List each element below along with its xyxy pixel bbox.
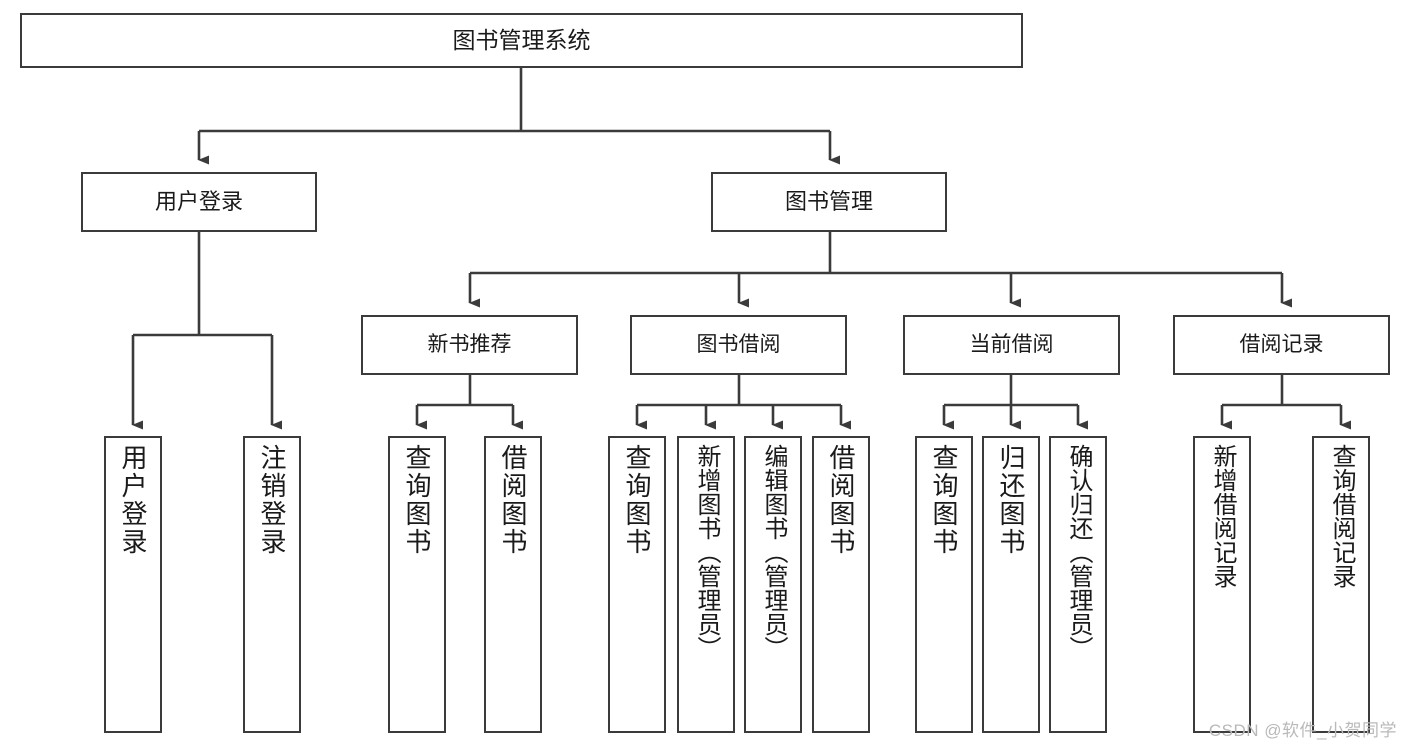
leaf-borrow-borrow-book[interactable]: 借阅图书: [812, 436, 870, 733]
node-label: 查询图书: [929, 444, 959, 556]
node-root-system[interactable]: 图书管理系统: [20, 13, 1023, 68]
node-label: 归还图书: [996, 444, 1026, 556]
node-label: 新书推荐: [427, 333, 512, 357]
leaf-record-add-record[interactable]: 新增借阅记录: [1193, 436, 1251, 733]
node-label: 图书借阅: [696, 333, 781, 357]
leaf-current-confirm-return[interactable]: 确认归还（管理员）: [1049, 436, 1107, 733]
node-label: 查询借阅记录: [1328, 444, 1355, 588]
node-label: 查询图书: [402, 444, 432, 556]
leaf-recommend-borrow-book[interactable]: 借阅图书: [484, 436, 542, 733]
leaf-user-login-signout[interactable]: 注销登录: [243, 436, 301, 733]
leaf-current-query-book[interactable]: 查询图书: [915, 436, 973, 733]
leaf-user-login-signin[interactable]: 用户登录: [104, 436, 162, 733]
leaf-borrow-add-book[interactable]: 新增图书（管理员）: [677, 436, 735, 733]
node-label: 新增借阅记录: [1209, 444, 1236, 588]
node-label: 当前借阅: [969, 333, 1054, 357]
node-label: 借阅记录: [1239, 333, 1324, 357]
node-label: 编辑图书（管理员）: [760, 444, 787, 660]
node-borrow-record[interactable]: 借阅记录: [1173, 315, 1390, 375]
node-current-borrow[interactable]: 当前借阅: [903, 315, 1120, 375]
node-new-book-recommend[interactable]: 新书推荐: [361, 315, 578, 375]
node-label: 确认归还（管理员）: [1065, 444, 1092, 660]
leaf-record-query-record[interactable]: 查询借阅记录: [1312, 436, 1370, 733]
node-label: 图书管理系统: [452, 26, 591, 53]
node-book-management[interactable]: 图书管理: [711, 172, 947, 232]
node-label: 图书管理: [784, 188, 873, 214]
leaf-current-return-book[interactable]: 归还图书: [982, 436, 1040, 733]
node-label: 查询图书: [622, 444, 652, 556]
node-label: 借阅图书: [498, 444, 528, 556]
node-book-borrow[interactable]: 图书借阅: [630, 315, 847, 375]
leaf-recommend-query-book[interactable]: 查询图书: [388, 436, 446, 733]
node-label: 借阅图书: [826, 444, 856, 556]
node-label: 用户登录: [154, 188, 243, 214]
leaf-borrow-query-book[interactable]: 查询图书: [608, 436, 666, 733]
leaf-borrow-edit-book[interactable]: 编辑图书（管理员）: [744, 436, 802, 733]
node-user-login[interactable]: 用户登录: [81, 172, 317, 232]
node-label: 注销登录: [257, 444, 287, 556]
node-label: 新增图书（管理员）: [693, 444, 720, 660]
node-label: 用户登录: [118, 444, 148, 556]
